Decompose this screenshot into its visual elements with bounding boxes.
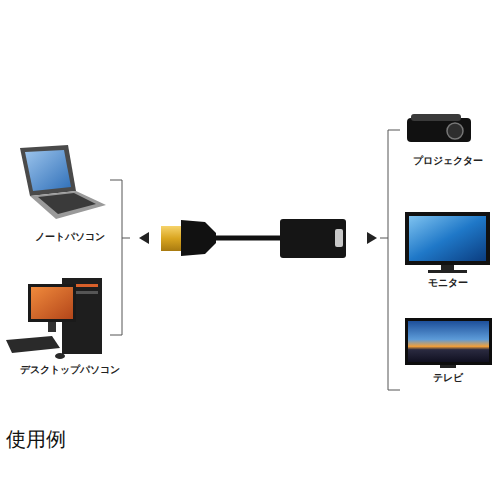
laptop-lid — [20, 145, 76, 196]
device-label: モニター — [400, 276, 495, 290]
device-node: ノートパソコン — [15, 140, 125, 244]
pc-monitor-screen — [31, 287, 73, 319]
device-label: ノートパソコン — [15, 230, 125, 244]
tv-bezel — [405, 318, 492, 365]
tv-screen — [408, 321, 489, 362]
laptop-screen — [25, 150, 71, 191]
device-node: デスクトップパソコン — [5, 275, 135, 377]
pc-keyboard — [6, 336, 60, 353]
projector-illustration — [407, 114, 471, 142]
device-node: テレビ — [400, 315, 495, 385]
right-bracket — [380, 130, 400, 390]
monitor-illustration — [405, 212, 490, 273]
monitor-base — [428, 270, 467, 273]
arrow-head — [139, 232, 149, 244]
device-label: プロジェクター — [400, 154, 495, 168]
arrow-head — [367, 232, 377, 244]
plug-housing — [181, 220, 216, 256]
monitor-bezel — [405, 212, 490, 265]
displayport-plug — [161, 226, 182, 251]
hdmi-box — [280, 219, 346, 258]
monitor-stand — [441, 265, 454, 270]
left-bracket — [110, 180, 130, 335]
adapter-illustration — [161, 219, 346, 258]
adapter-cable — [215, 236, 282, 241]
projector-lens — [447, 123, 463, 139]
desktop-illustration — [6, 278, 102, 359]
projector-body — [407, 118, 471, 142]
tv-illustration — [405, 318, 492, 368]
device-node: モニター — [400, 208, 495, 290]
laptop-illustration — [20, 145, 106, 219]
monitor-screen — [409, 216, 486, 261]
laptop-base — [30, 191, 106, 219]
pc-monitor-stand — [48, 322, 56, 332]
projector-top — [411, 114, 461, 121]
pc-monitor — [28, 284, 76, 322]
device-label: テレビ — [400, 371, 495, 385]
laptop-keyboard — [38, 193, 96, 214]
caption: 使用例 — [6, 426, 66, 453]
tv-stand — [440, 365, 456, 368]
hdmi-port — [335, 229, 343, 247]
device-node: プロジェクター — [400, 108, 495, 168]
device-label: デスクトップパソコン — [5, 363, 135, 377]
pc-mouse — [55, 353, 65, 359]
